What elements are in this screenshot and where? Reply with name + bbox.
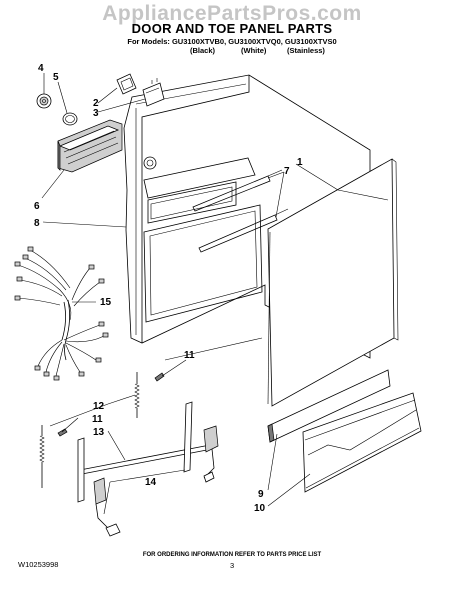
callout-3: 3: [93, 108, 99, 119]
vent-assembly: [57, 119, 123, 173]
callout-5: 5: [53, 72, 59, 83]
page-number: 3: [230, 561, 235, 570]
lower-access-panel: [302, 392, 422, 493]
bracket-3: [142, 78, 165, 107]
door-spring-left: [39, 425, 68, 488]
outer-door-panel: [267, 158, 399, 407]
callout-8: 8: [34, 218, 40, 229]
callout-2: 2: [93, 98, 99, 109]
door-handle-strips: [192, 169, 289, 253]
callout-15: 15: [100, 297, 112, 308]
page-title: DOOR AND TOE PANEL PARTS: [131, 21, 333, 36]
hinge-arm-right: [183, 401, 219, 483]
variant-white: (White): [241, 46, 267, 55]
callout-6: 6: [34, 201, 40, 212]
callout-13: 13: [93, 427, 105, 438]
variant-black: (Black): [190, 46, 216, 55]
document-number: W10253998: [18, 560, 59, 569]
callout-7: 7: [284, 166, 290, 177]
callout-12: 12: [93, 401, 105, 412]
callout-14: 14: [145, 477, 157, 488]
door-spring-right: [134, 372, 165, 418]
watermark: AppliancePartsPros.com: [102, 2, 362, 25]
callout-11-upper: 11: [184, 350, 195, 361]
callout-11-lower: 11: [92, 414, 103, 425]
callout-4: 4: [38, 63, 44, 74]
variant-stainless: (Stainless): [287, 46, 325, 55]
gasket-ring: [62, 112, 78, 126]
callout-10: 10: [254, 503, 266, 514]
model-list: For Models: GU3100XTVB0, GU3100XTVQ0, GU…: [127, 37, 337, 46]
leader-lines: [41, 73, 389, 515]
ordering-note: FOR ORDERING INFORMATION REFER TO PARTS …: [142, 552, 322, 558]
callout-labels: 1 2 3 4 5 6 7 8 9 10 11 11 12 13 14 15: [34, 63, 303, 514]
callout-1: 1: [297, 157, 303, 168]
hinge-rod: [79, 444, 213, 475]
hinge-arm-left: [77, 437, 121, 537]
wire-harness: [14, 246, 109, 381]
callout-9: 9: [258, 489, 264, 500]
bracket-2: [116, 73, 137, 95]
vent-knob: [36, 93, 52, 109]
toe-panel: [267, 369, 391, 443]
